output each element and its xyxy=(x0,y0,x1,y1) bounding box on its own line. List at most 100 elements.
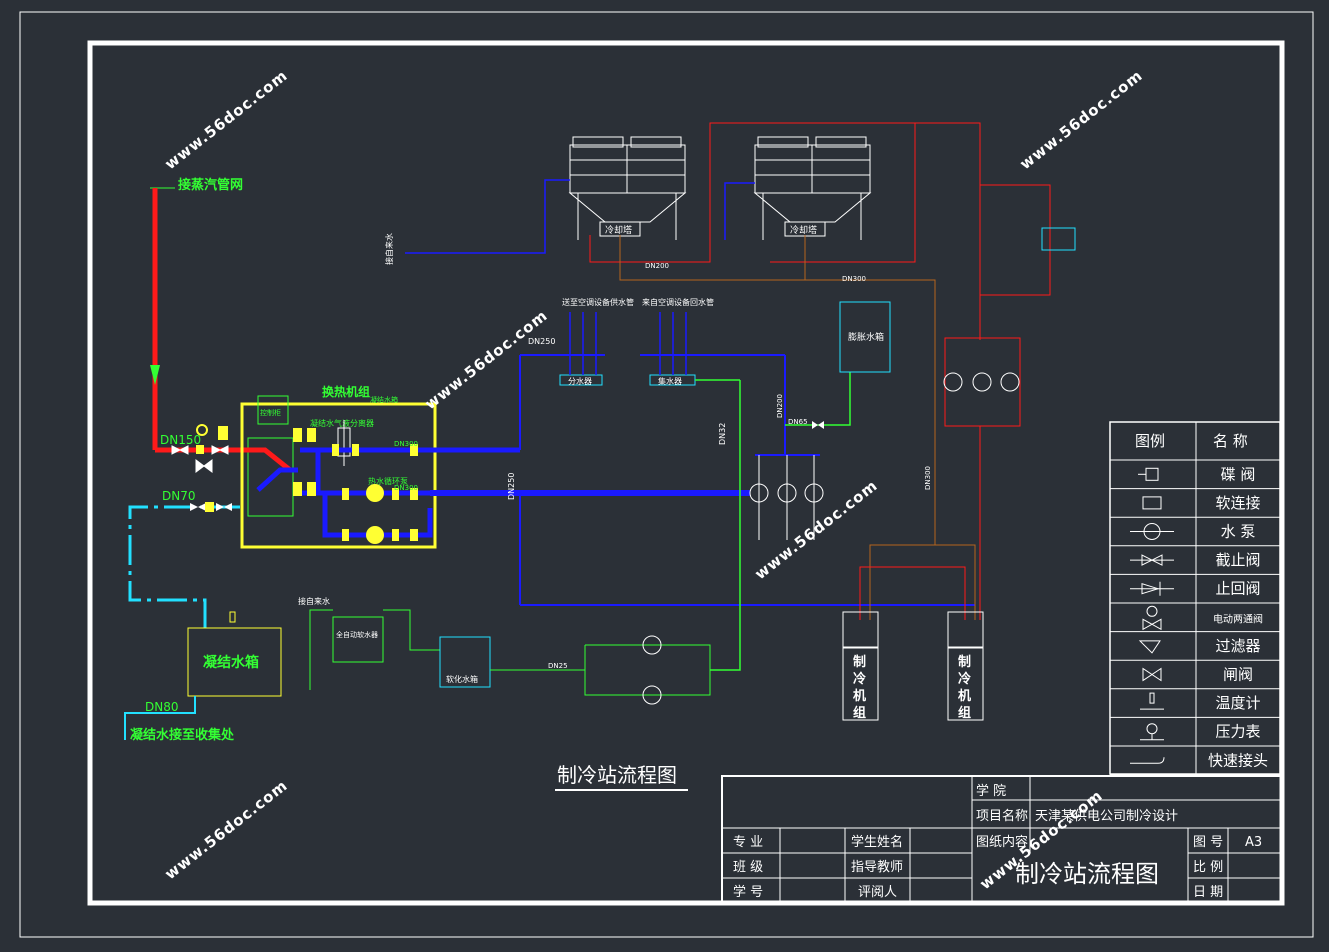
cooling-tower-system: 冷却塔 冷却塔 接自来水 DN200 DN300 DN300 xyxy=(384,122,1076,620)
chiller-2: 制冷机组 xyxy=(947,611,984,721)
label-hx-condensate-tank: 凝结水箱 xyxy=(370,395,398,404)
legend-symbol-icon xyxy=(1140,692,1164,710)
condensate-tank xyxy=(187,627,282,697)
legend-symbol-icon xyxy=(1142,667,1162,682)
legend-item-name: 电动两通阀 xyxy=(1213,612,1263,625)
label-steam-net: 接蒸汽管网 xyxy=(178,177,243,193)
flow-arrow-icon xyxy=(150,365,160,385)
label-tap-water-2: 接自来水 xyxy=(298,596,330,606)
label-chiller-2: 制冷机组 xyxy=(958,654,971,721)
steam-system: 接蒸汽管网 DN150 DN70 凝结水箱 DN80 凝结水接至收集处 xyxy=(124,177,282,743)
label-heat-exchanger-unit: 换热机组 xyxy=(322,384,370,399)
chilled-water-loop: DN250 DN250 DN32 DN200 分水器 集水器 送至空调设备供水管… xyxy=(430,297,975,671)
label-deaerator: 凝结水气液分离器 xyxy=(310,418,374,428)
label-dn200-loop: DN200 xyxy=(776,394,784,418)
legend-item-name: 温度计 xyxy=(1215,694,1260,712)
legend-item-name: 快速接头 xyxy=(1208,751,1268,769)
label-dn200-top: DN200 xyxy=(645,262,669,270)
legend-item-name: 压力表 xyxy=(1215,723,1260,741)
legend-header-symbol: 图例 xyxy=(1135,432,1165,450)
label-softened-tank: 软化水箱 xyxy=(446,674,478,684)
tb-drawing-no-value: A3 xyxy=(1245,835,1262,850)
pump-icon xyxy=(1000,372,1020,392)
sep-water xyxy=(559,374,603,386)
label-sep-water: 分水器 xyxy=(568,376,592,386)
tb-scale-label: 比 例 xyxy=(1193,860,1223,875)
tb-project-label: 项目名称 xyxy=(976,808,1028,824)
legend-symbol-icon xyxy=(1138,467,1159,481)
watermark: www.56doc.com xyxy=(161,66,291,173)
expansion-tank xyxy=(839,301,891,373)
tb-content-value: 制冷站流程图 xyxy=(1015,860,1159,888)
tb-reviewer-label: 评阅人 xyxy=(858,885,897,900)
label-dn300-top: DN300 xyxy=(842,275,866,283)
label-supply-to-ahu: 送至空调设备供水管 xyxy=(562,297,634,307)
heat-exchanger-unit: 换热机组 控制柜 凝结水箱 凝结水气液分离器 热水循环泵 DN300 DN300 xyxy=(240,384,520,549)
legend-symbol-icon xyxy=(1142,605,1162,631)
label-dn150: DN150 xyxy=(160,433,201,447)
label-dn70: DN70 xyxy=(162,489,196,503)
label-condensate-tank: 凝结水箱 xyxy=(203,654,259,671)
tb-project-value: 天津某供电公司制冷设计 xyxy=(1035,809,1178,824)
title-block-text: 学 院 项目名称 天津某供电公司制冷设计 图纸内容 制冷站流程图 专 业 班 级… xyxy=(733,783,1262,900)
legend-symbol-icon xyxy=(1130,554,1174,566)
pump-icon xyxy=(972,372,992,392)
label-dn80: DN80 xyxy=(145,700,179,714)
label-cooling-tower-2: 冷却塔 xyxy=(790,224,817,236)
cooling-tower-1 xyxy=(568,136,687,240)
label-dn250-side: DN250 xyxy=(507,473,516,500)
label-dn65: DN65 xyxy=(788,418,808,426)
chiller-2-text: 制冷机组 xyxy=(958,654,971,721)
label-dn250-top: DN250 xyxy=(528,337,555,346)
legend-header-name: 名 称 xyxy=(1213,432,1248,450)
legend-symbol-icon xyxy=(1142,496,1162,510)
svg-text:DN300: DN300 xyxy=(394,440,418,448)
legend-item-name: 截止阀 xyxy=(1215,551,1260,569)
label-expansion-tank: 膨胀水箱 xyxy=(848,331,884,343)
chilled-pump-group xyxy=(749,455,824,540)
label-dn25: DN25 xyxy=(548,662,568,670)
pump-icon xyxy=(642,685,662,705)
label-auto-softener: 全自动软水器 xyxy=(336,630,378,639)
tb-class-label: 班 级 xyxy=(733,860,763,875)
tb-content-label: 图纸内容 xyxy=(976,834,1028,850)
label-chiller-1: 制冷机组 xyxy=(853,654,866,721)
legend-item-name: 过滤器 xyxy=(1215,637,1260,655)
pump-icon xyxy=(642,635,662,655)
legend-symbol-icon xyxy=(1130,581,1174,596)
chiller-1: 制冷机组 xyxy=(842,611,879,721)
label-condensate-to-collect: 凝结水接至收集处 xyxy=(130,727,235,743)
legend-symbol-icon xyxy=(1140,723,1164,741)
steam-valve-group xyxy=(171,445,229,473)
outer-border xyxy=(19,11,1314,938)
drawing-title: 制冷站流程图 xyxy=(557,763,677,787)
watermark: www.56doc.com xyxy=(421,306,551,413)
cooling-tower-2 xyxy=(753,136,872,240)
inner-border xyxy=(87,40,1285,906)
label-dn32: DN32 xyxy=(718,423,727,445)
auto-softener xyxy=(332,616,384,663)
tb-college-label: 学 院 xyxy=(976,783,1006,799)
watermark: www.56doc.com xyxy=(161,776,291,883)
legend-item-name: 止回阀 xyxy=(1215,580,1260,598)
pump-icon xyxy=(943,372,963,392)
label-tap-water-1: 接自来水 xyxy=(384,233,394,265)
tb-date-label: 日 期 xyxy=(1193,885,1223,900)
label-cooling-tower-1: 冷却塔 xyxy=(605,224,632,236)
softened-water-system: 全自动软水器 接自来水 软化水箱 DN25 xyxy=(298,596,711,705)
legend-symbol-icon xyxy=(1138,640,1161,654)
cooling-pump-group xyxy=(943,372,1020,392)
legend-item-name: 水 泵 xyxy=(1221,523,1256,541)
softened-tank xyxy=(439,636,491,688)
label-col-water: 集水器 xyxy=(658,376,682,386)
watermark: www.56doc.com xyxy=(1016,66,1146,173)
tb-id-label: 学 号 xyxy=(733,884,763,900)
label-control-cabinet: 控制柜 xyxy=(260,408,281,417)
legend-item-name: 闸阀 xyxy=(1223,666,1253,684)
tb-drawing-no-label: 图 号 xyxy=(1193,835,1223,850)
legend-symbol-icon xyxy=(1130,757,1165,764)
chiller-1-text: 制冷机组 xyxy=(853,654,866,721)
tb-student-label: 学生姓名 xyxy=(851,834,903,850)
